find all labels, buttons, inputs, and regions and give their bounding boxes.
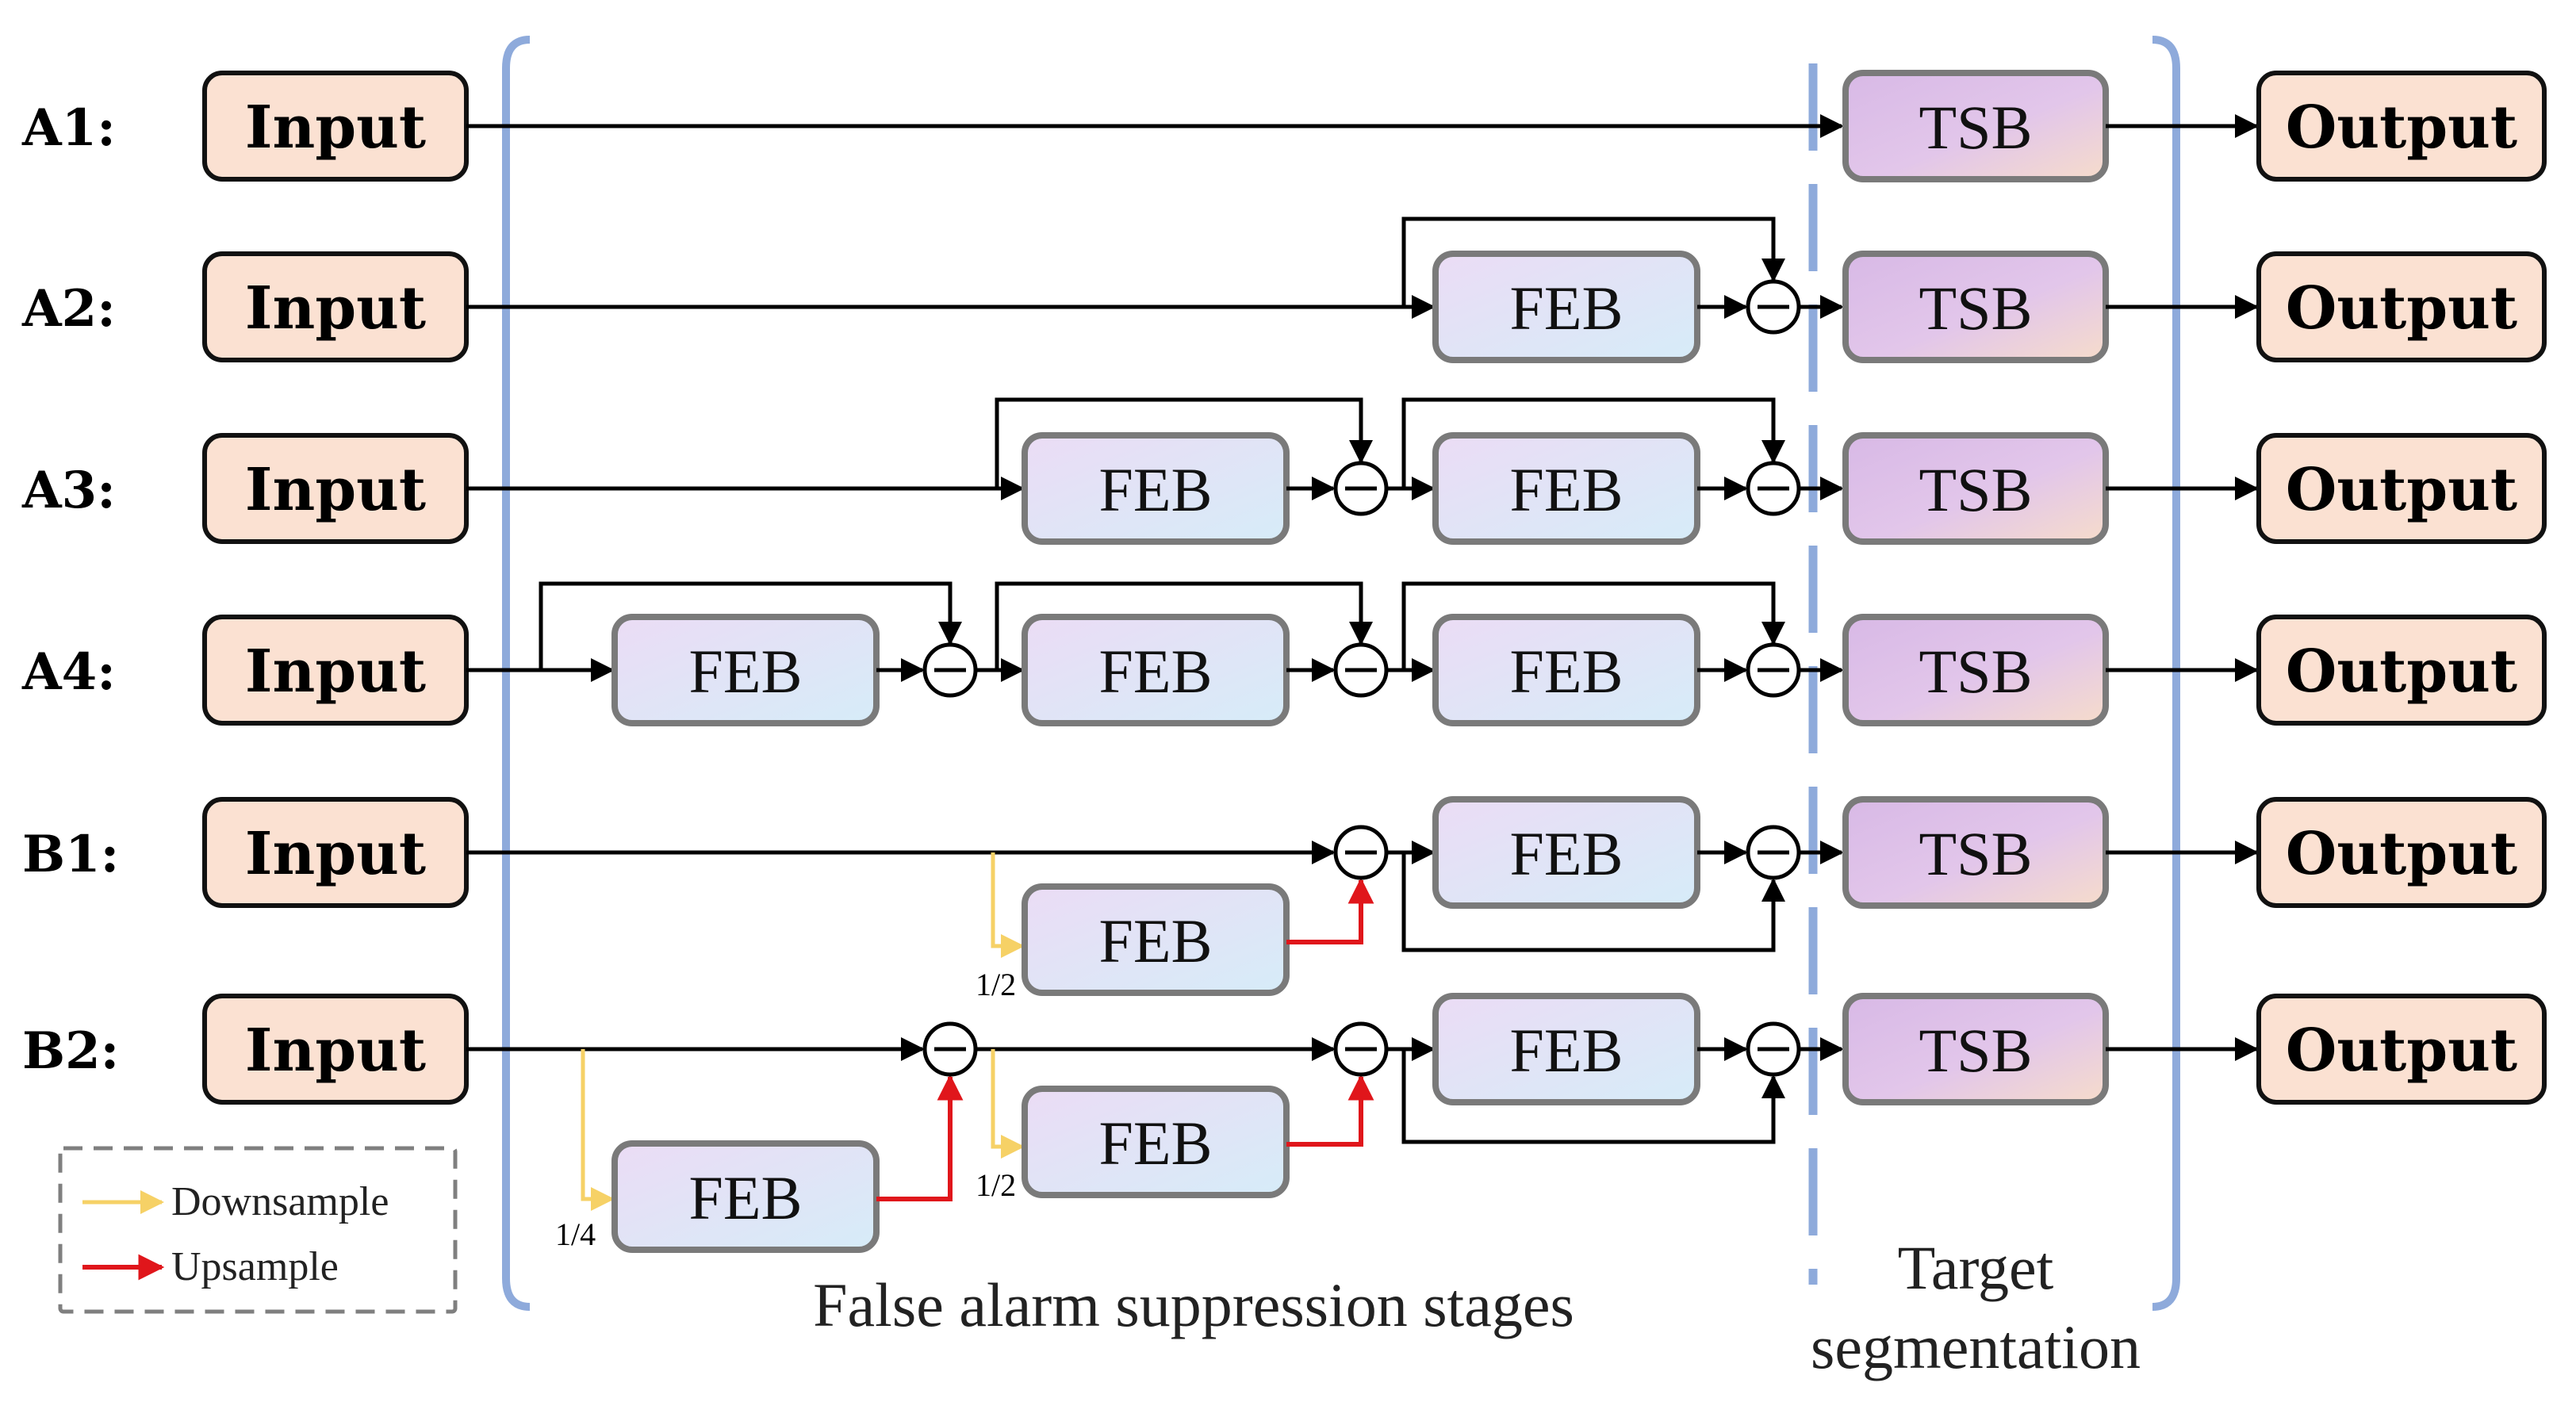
- input-label: Input: [245, 820, 426, 888]
- feb-label: FEB: [1098, 906, 1212, 975]
- row-label: A4:: [21, 642, 116, 702]
- output-label: Output: [2286, 274, 2517, 343]
- input-label: Input: [245, 274, 426, 343]
- feb-label: FEB: [1098, 1109, 1212, 1178]
- skip-connection: [995, 581, 1373, 670]
- feb-label: FEB: [688, 637, 802, 706]
- skip-connection: [1401, 216, 1785, 307]
- output-box: [2256, 615, 2547, 726]
- output-label: Output: [2286, 1017, 2517, 1085]
- row-label: A2:: [21, 279, 116, 339]
- input-label: Input: [245, 94, 426, 162]
- input-label: Input: [245, 1017, 426, 1085]
- tsb-label: TSB: [1919, 455, 2032, 524]
- tsb-label: TSB: [1919, 819, 2032, 888]
- skip-connection: [1401, 581, 1785, 670]
- feb-label: FEB: [1509, 637, 1623, 706]
- input-label: Input: [245, 456, 426, 524]
- subtract-node: [922, 1021, 978, 1077]
- subtract-node: [1333, 461, 1389, 516]
- tsb-label: TSB: [1919, 1016, 2032, 1085]
- subtract-node: [1746, 642, 1801, 698]
- row-label: A3:: [21, 461, 116, 520]
- subtract-node: [1746, 461, 1801, 516]
- skip-connection: [1401, 397, 1785, 488]
- scale-label: 1/4: [555, 1216, 596, 1252]
- feb-label: FEB: [1509, 819, 1623, 888]
- upsample-connector: [876, 1074, 964, 1201]
- downsample-connector: [991, 852, 1025, 958]
- subtract-node: [1746, 279, 1801, 335]
- target-segmentation-caption-line2: segmentation: [1811, 1312, 2141, 1381]
- stage-bracket-left: [502, 36, 531, 1311]
- output-box: [2256, 71, 2547, 182]
- tsb-label: TSB: [1919, 637, 2032, 706]
- row-a4: A4: Input FEB FEB FEB TSB: [21, 581, 2547, 726]
- feb-label: FEB: [1098, 455, 1212, 524]
- stage-bracket-right: [2152, 36, 2180, 1311]
- tsb-label: TSB: [1919, 93, 2032, 162]
- feb-label: FEB: [1098, 637, 1212, 706]
- row-label: B2:: [22, 1021, 119, 1081]
- skip-connection: [1401, 1049, 1785, 1144]
- row-label: B1:: [22, 825, 119, 884]
- subtract-node: [1333, 642, 1389, 698]
- subtract-node: [1333, 825, 1389, 880]
- scale-label: 1/2: [976, 1167, 1016, 1203]
- skip-connection: [539, 581, 962, 670]
- target-segmentation-caption-line1: Target: [1898, 1233, 2054, 1302]
- upsample-connector: [1286, 1074, 1374, 1147]
- output-box: [2256, 994, 2547, 1105]
- downsample-connector: [581, 1049, 615, 1211]
- row-b2: B2: Input 1/4 FEB 1/2 FEB FEB: [22, 993, 2547, 1253]
- output-label: Output: [2286, 820, 2517, 888]
- skip-connection: [1401, 852, 1785, 952]
- scale-label: 1/2: [976, 967, 1016, 1002]
- output-box: [2256, 433, 2547, 544]
- output-box: [2256, 797, 2547, 908]
- subtract-node: [1746, 1021, 1801, 1077]
- output-box: [2256, 251, 2547, 362]
- false-alarm-stage-caption: False alarm suppression stages: [813, 1270, 1574, 1339]
- downsample-connector: [991, 1049, 1025, 1159]
- input-label: Input: [245, 638, 426, 706]
- feb-label: FEB: [688, 1163, 802, 1232]
- subtract-node: [1746, 825, 1801, 880]
- output-label: Output: [2286, 94, 2517, 162]
- feb-label: FEB: [1509, 274, 1623, 343]
- row-a1: A1: Input TSB Output: [21, 70, 2547, 182]
- subtract-node: [922, 642, 978, 698]
- legend-frame: [58, 1146, 458, 1314]
- row-a3: A3: Input FEB FEB TSB Output: [21, 397, 2547, 545]
- skip-connection: [995, 397, 1373, 488]
- row-a2: A2: Input FEB TSB Output: [21, 216, 2547, 363]
- output-label: Output: [2286, 638, 2517, 706]
- legend: Downsample Upsample: [58, 1146, 458, 1314]
- row-b1: B1: Input 1/2 FEB FEB TSB Output: [22, 796, 2547, 1002]
- legend-upsample-label: Upsample: [171, 1244, 339, 1289]
- output-label: Output: [2286, 456, 2517, 524]
- upsample-connector: [1286, 877, 1374, 944]
- tsb-label: TSB: [1919, 274, 2032, 343]
- row-label: A1:: [21, 98, 116, 158]
- subtract-node: [1333, 1021, 1389, 1077]
- legend-downsample-label: Downsample: [171, 1179, 389, 1224]
- feb-label: FEB: [1509, 1016, 1623, 1085]
- feb-label: FEB: [1509, 455, 1623, 524]
